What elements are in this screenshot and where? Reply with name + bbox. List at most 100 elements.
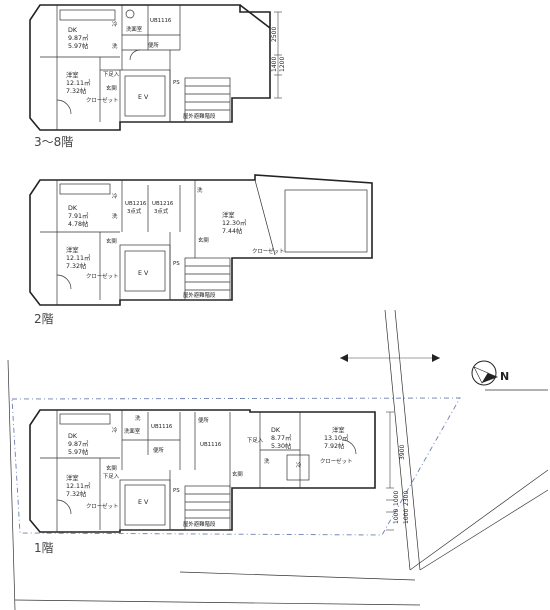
room-1f-entrance: 玄関 — [106, 464, 117, 472]
room-1f-dk2-area-sqm: 8.77㎡ — [271, 433, 292, 442]
room-ub: UB1116 — [150, 18, 172, 24]
room-2f-western-area-sqm: 12.11㎡ — [66, 253, 91, 262]
room-2f-entrance: 玄関 — [106, 237, 117, 245]
room-toilet: 便所 — [148, 41, 159, 49]
plan-2f-balcony — [284, 189, 368, 253]
room-closet: クローゼット — [86, 96, 118, 104]
room-2f-washer: 洗 — [112, 212, 118, 220]
room-1f-washer: 洗 — [135, 414, 141, 422]
room-2f-washer2: 洗 — [197, 186, 203, 194]
plan-3to8f-door-swing — [56, 99, 72, 115]
room-2f-dk: DK — [68, 205, 78, 212]
plan-3to8f-stairs — [184, 77, 231, 123]
plan-1f-kitchen-counter-2 — [286, 454, 310, 481]
room-shoebox: 下足入 — [103, 71, 120, 78]
room-1f-ps: PS — [173, 488, 180, 494]
room-2f-dk-area-jo: 4.78帖 — [68, 219, 89, 228]
room-1f-ub: UB1116 — [151, 424, 173, 430]
site-boundary — [11, 397, 461, 536]
room-dk: DK — [68, 27, 78, 34]
room-1f-ub2: UB1116 — [200, 442, 222, 448]
room-2f-ub-a-sub: 3点式 — [127, 207, 142, 215]
room-western-area-jo: 7.32帖 — [66, 86, 87, 95]
dim-1400: 1400 — [271, 57, 278, 72]
dim-3900: 3900 — [399, 445, 406, 460]
plan-1f: DK 9.87㎡ 5.97帖 洗面室 UB1116 便所 冷 洗 便所 UB11… — [29, 409, 410, 555]
room-western-area-sqm: 12.11㎡ — [66, 78, 91, 87]
room-2f-stairs: 屋外避難階段 — [183, 291, 216, 299]
room-1f-washroom: 洗面室 — [124, 427, 141, 435]
room-1f-western2: 洋室 — [332, 425, 345, 434]
room-ps: PS — [173, 80, 180, 86]
floor-label-3to8: 3～8階 — [34, 134, 73, 149]
room-2f-ev: E V — [138, 270, 149, 277]
room-1f-fridge2: 冷 — [296, 461, 302, 469]
room-1f-ev: E V — [138, 499, 149, 506]
room-1f-dk-area-sqm: 9.87㎡ — [68, 439, 89, 448]
room-2f-closet: クローゼット — [86, 272, 118, 280]
plan-1f-outline — [29, 409, 376, 533]
room-2f-dk-area-sqm: 7.91㎡ — [68, 211, 89, 220]
floor-label-2f: 2階 — [34, 311, 54, 326]
room-1f-shoebox2: 下足入 — [247, 437, 264, 444]
room-2f-western-r: 洋室 — [222, 210, 235, 219]
plan-2f-kitchen-counter — [59, 183, 111, 195]
icon-fridge: 冷 — [112, 20, 118, 28]
room-1f-western-area-jo: 7.32帖 — [66, 489, 87, 498]
room-1f-dk2: DK — [271, 427, 281, 434]
room-2f-ub-b: UB1216 — [152, 201, 174, 207]
plan-3to8f: DK 9.87㎡ 5.97帖 洗面室 UB1116 便所 冷 洗 洋室 12.1… — [29, 4, 286, 149]
room-1f-closet: クローゼット — [86, 502, 118, 510]
dim-1000-a: 1000 — [393, 491, 400, 506]
plan-1f-kitchen-counter — [59, 413, 111, 425]
room-2f-entrance2: 玄関 — [198, 236, 209, 244]
compass-label: N — [500, 370, 509, 383]
room-1f-western-area-sqm: 12.11㎡ — [66, 481, 91, 490]
room-1f-dk2-area-jo: 5.30帖 — [271, 441, 292, 450]
room-1f-entrance2: 玄関 — [232, 470, 243, 478]
room-dk-area-sqm: 9.87㎡ — [68, 33, 89, 42]
room-1f-toilet: 便所 — [153, 446, 164, 454]
room-2f-western: 洋室 — [66, 245, 79, 254]
plan-3to8f-washbasin — [125, 9, 135, 19]
dim-1000-c: 1000 — [403, 509, 410, 524]
room-entrance: 玄関 — [106, 84, 117, 92]
plan-2f-outline — [29, 174, 373, 306]
room-1f-shoebox: 下足入 — [103, 473, 120, 480]
icon-washer: 洗 — [112, 42, 118, 50]
dim-2300: 2300 — [403, 491, 410, 506]
room-2f-ub-a: UB1216 — [125, 201, 147, 207]
plan-1f-stairs — [184, 485, 231, 531]
floor-label-1f: 1階 — [34, 540, 54, 555]
room-1f-western2-area-jo: 7.92帖 — [324, 441, 345, 450]
room-2f-ps: PS — [173, 261, 180, 267]
north-compass-icon: N — [471, 360, 509, 386]
dim-2500: 2500 — [271, 27, 278, 42]
room-western: 洋室 — [66, 70, 79, 79]
room-1f-dk-area-jo: 5.97帖 — [68, 447, 89, 456]
room-1f-western: 洋室 — [66, 473, 79, 482]
room-1f-toilet2: 便所 — [198, 416, 209, 424]
room-1f-washer2: 洗 — [264, 457, 270, 465]
room-stairs: 屋外避難階段 — [183, 112, 216, 120]
room-1f-stairs: 屋外避難階段 — [183, 520, 216, 528]
room-1f-closet2: クローゼット — [320, 457, 352, 465]
plan-3to8f-outline — [29, 4, 271, 131]
plan-3to8f-kitchen-counter — [59, 9, 116, 21]
room-ev: E V — [138, 94, 149, 101]
room-2f-closet2: クローゼット — [252, 247, 284, 255]
room-1f-western2-area-sqm: 13.10㎡ — [324, 433, 349, 442]
room-2f-western-r-area-jo: 7.44帖 — [222, 226, 243, 235]
site-plan: N — [7, 309, 549, 610]
room-1f-dk: DK — [68, 433, 78, 440]
plan-2f: DK 7.91㎡ 4.78帖 UB1216 3点式 UB1216 3点式 冷 洗… — [29, 174, 373, 326]
plan-2f-stairs — [184, 257, 231, 301]
plan-3to8f-balcony-edge — [239, 4, 271, 29]
road-direction-arrow — [340, 354, 440, 362]
room-2f-ub-b-sub: 3点式 — [154, 207, 169, 215]
room-1f-fridge: 冷 — [112, 426, 118, 434]
room-dk-area-jo: 5.97帖 — [68, 41, 89, 50]
room-2f-western-r-area-sqm: 12.30㎡ — [222, 218, 247, 227]
room-washroom: 洗面室 — [126, 25, 143, 33]
